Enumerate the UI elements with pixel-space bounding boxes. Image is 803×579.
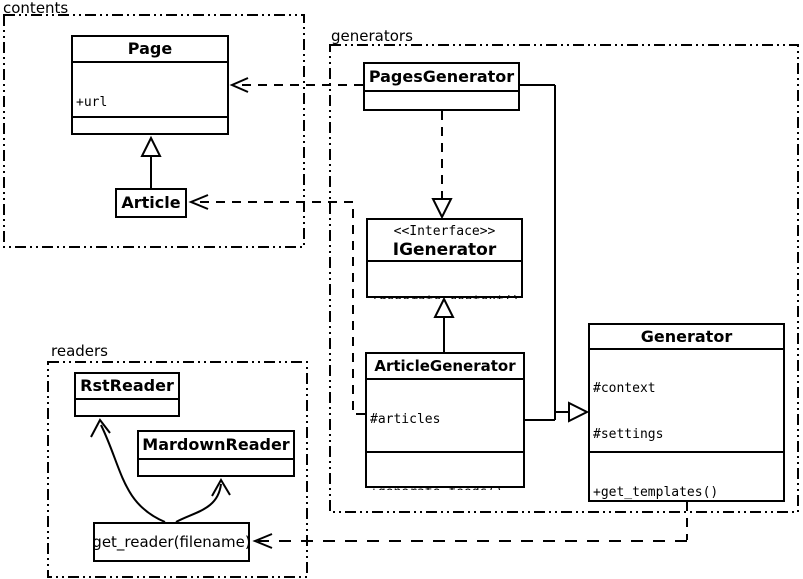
package-label-generators: generators (331, 27, 413, 45)
interface-stereotype: <<Interface>> (393, 224, 496, 239)
generalization-to-generator (520, 84, 590, 423)
class-rstreader: RstReader +read() (74, 372, 180, 417)
attribute-row: #settings (593, 427, 664, 443)
class-page: Page +url +slug +summary +check_properti… (71, 35, 229, 135)
attribute-row: #context (593, 381, 656, 396)
class-pagesgenerator: PagesGenerator #pages (363, 62, 520, 111)
function-label: get_reader(filename) (92, 533, 251, 551)
package-border-readers (47, 361, 308, 578)
page-attributes: +url +slug +summary (73, 61, 227, 116)
class-title-igenerator: IGenerator (392, 240, 497, 260)
attribute-row: #articles (370, 412, 441, 427)
class-title-articlegenerator: ArticleGenerator (374, 357, 516, 375)
attribute-row: +url (76, 95, 108, 110)
function-get-reader: get_reader(filename) (92, 522, 251, 562)
class-title-mardownreader: MardownReader (142, 435, 290, 454)
rstreader-methods: +read() (76, 398, 178, 418)
class-title-generator: Generator (640, 327, 733, 346)
class-title-article: Article (121, 193, 181, 212)
page-methods: +check_properties() (73, 116, 227, 141)
mardownreader-methods: +read() (139, 458, 293, 478)
package-border-generators (329, 44, 799, 513)
class-articlegenerator: ArticleGenerator #articles #dates #tags … (365, 352, 525, 490)
generator-attributes: #context #settings #path #theme #output_… (590, 348, 783, 451)
package-label-contents: contents (3, 0, 69, 17)
realization-pagesgenerator-to-igenerator (431, 111, 453, 220)
igenerator-methods: +generate_context() +generate_output() (368, 260, 521, 299)
arrow-getreader-to-mardownreader (175, 478, 231, 523)
dependency-articlegenerator-to-article (188, 194, 365, 415)
class-article: Article (115, 188, 187, 218)
class-title-rstreader: RstReader (80, 376, 174, 395)
arrow-getreader-to-rstreader (90, 418, 166, 523)
dependency-generator-to-getreader (252, 502, 688, 549)
package-border-contents (3, 14, 305, 248)
class-mardownreader: MardownReader +read() (137, 430, 295, 477)
articlegenerator-methods: +generate_feeds() +generate_pages() (367, 451, 523, 490)
class-generator: Generator #context #settings #path #them… (588, 323, 785, 502)
method-row: +generate_feeds() (370, 484, 521, 490)
package-label-readers: readers (51, 342, 108, 360)
class-title-pagesgenerator: PagesGenerator (368, 67, 515, 86)
pagesgenerator-attributes: #pages (365, 90, 518, 112)
method-row: +get_templates() (593, 485, 719, 500)
realization-articlegenerator-to-igenerator (433, 296, 455, 352)
generator-methods: +get_templates() +get_files(path,exclude… (590, 451, 783, 506)
articlegenerator-attributes: #articles #dates #tags #categories (367, 378, 523, 451)
method-row: +generate_context() (371, 293, 520, 299)
dependency-pagesgenerator-to-page (229, 77, 363, 93)
class-igenerator: <<Interface>> IGenerator +generate_conte… (366, 218, 523, 299)
class-title-page: Page (127, 39, 173, 58)
inheritance-article-to-page (140, 135, 162, 188)
